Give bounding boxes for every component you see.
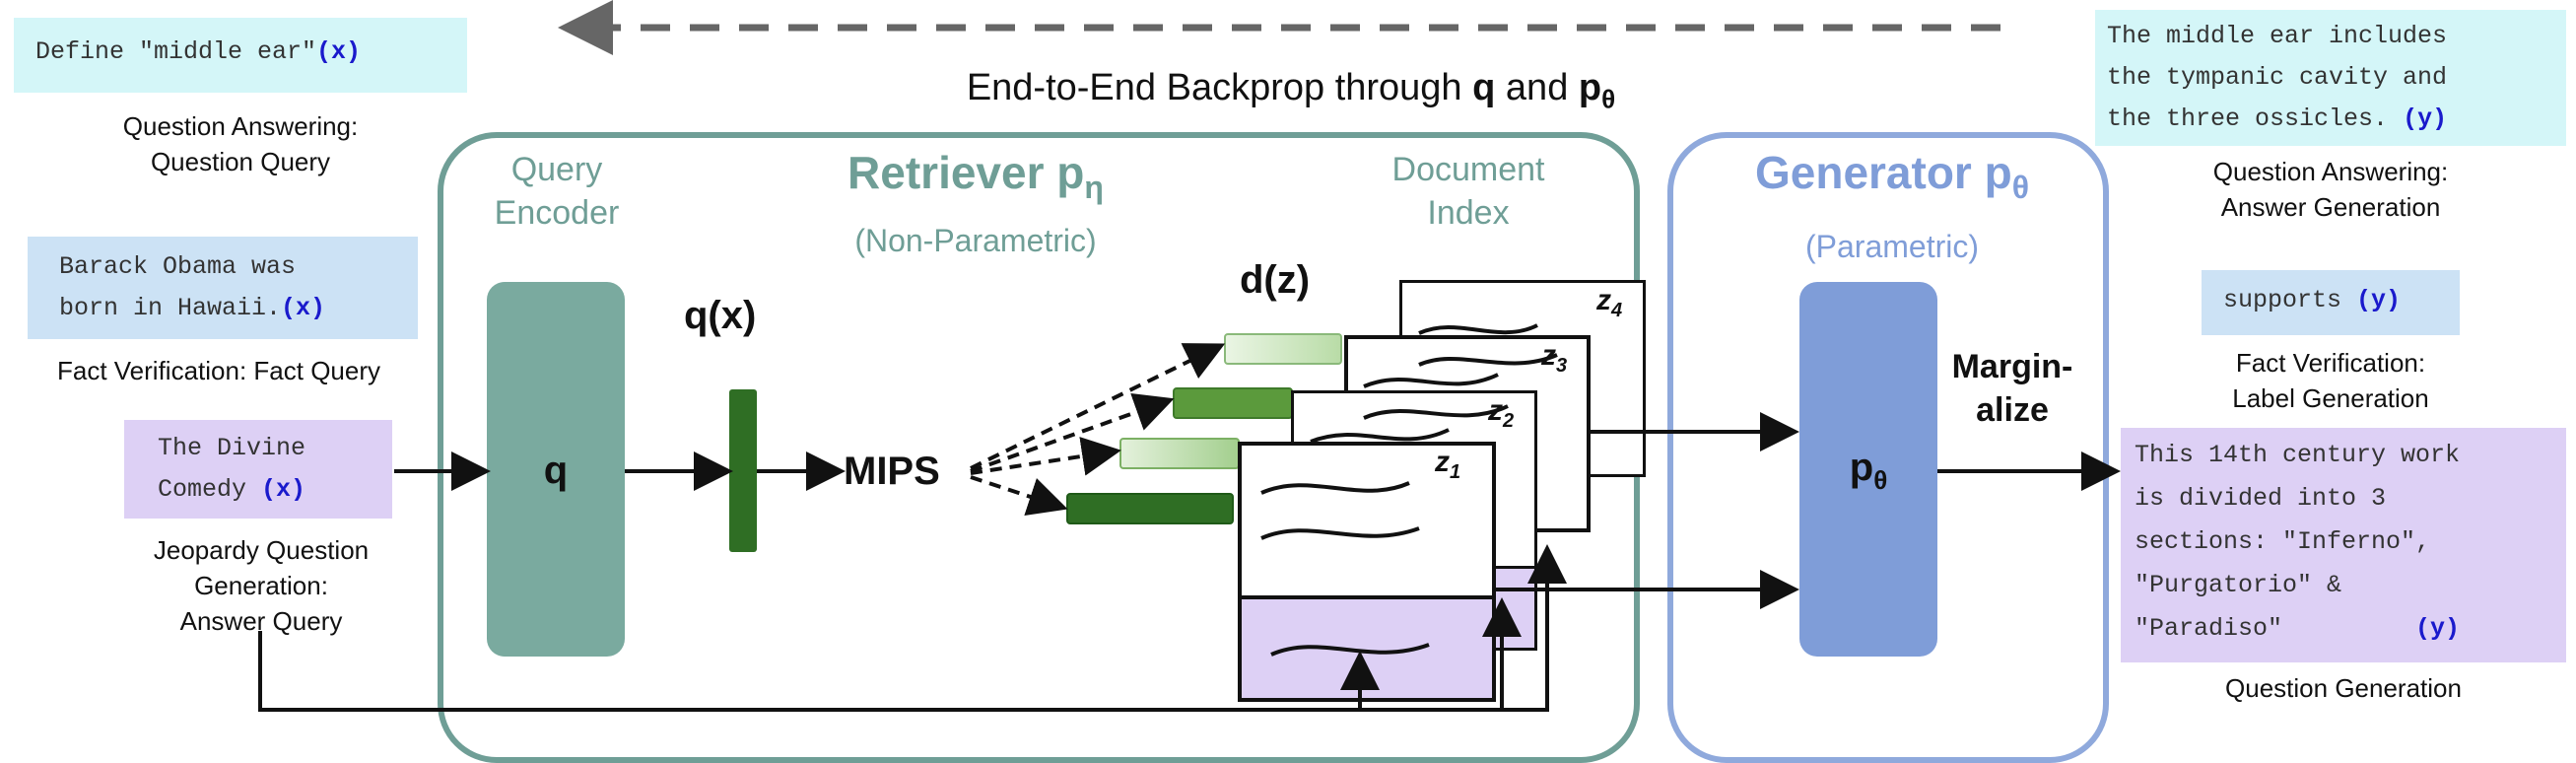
- text-squiggle: [1418, 323, 1538, 335]
- retriever-title: Retriever pη: [847, 147, 1104, 206]
- mips-arrow: [970, 343, 1226, 470]
- input-box-jeopardy: The Divine Comedy (x): [124, 420, 392, 519]
- doc-embedding-bar: [1224, 333, 1342, 365]
- marginalize-label: Margin-alize: [1951, 348, 2073, 429]
- input-box-qa: Define "middle ear"(x): [14, 18, 467, 93]
- query-encoder-block: [487, 282, 625, 657]
- generator-symbol: pθ: [1849, 446, 1888, 495]
- doc-label-z4: z4: [1596, 284, 1623, 321]
- text-squiggle: [1363, 404, 1509, 420]
- mips-arrow: [970, 475, 1068, 516]
- text-squiggle: [1310, 428, 1450, 444]
- query-encoder-symbol: q: [543, 449, 569, 492]
- mips-arrow: [970, 392, 1175, 473]
- mips-arrow: [970, 437, 1121, 476]
- doc-embedding-bar: [1173, 387, 1293, 419]
- mips-label: MIPS: [844, 450, 940, 493]
- output-caption-fact: Fact Verification:Label Generation: [2232, 348, 2429, 413]
- doc-embedding-bar: [1119, 438, 1240, 469]
- output-box-jeopardy: This 14th century work is divided into 3…: [2121, 428, 2566, 662]
- output-box-fact: supports (y): [2202, 270, 2460, 335]
- query-bypass-line: [258, 560, 1549, 712]
- document-card-z1: [1238, 442, 1496, 702]
- query-vector-bar: [729, 389, 757, 552]
- retriever-subtitle: (Non-Parametric): [854, 223, 1097, 258]
- qx-label: q(x): [684, 294, 757, 337]
- input-caption-fact: Fact Verification: Fact Query: [56, 356, 380, 385]
- text-squiggle: [1418, 353, 1558, 367]
- text-squiggle: [1270, 643, 1430, 657]
- output-caption-qa: Question Answering:Answer Generation: [2212, 157, 2449, 222]
- input-caption-qa: Question Answering:Question Query: [122, 111, 359, 176]
- doc-label-z1: z1: [1435, 446, 1461, 483]
- input-box-fact: Barack Obama was born in Hawaii.(x): [28, 237, 418, 339]
- backprop-label: End-to-End Backprop through q and pθ: [966, 67, 1616, 114]
- connector-layer: [258, 0, 2121, 712]
- generator-subtitle: (Parametric): [1804, 229, 1979, 264]
- doc-label-z3: z3: [1541, 339, 1568, 377]
- dz-label: d(z): [1240, 258, 1311, 302]
- output-box-qa: The middle ear includes the tympanic cav…: [2095, 10, 2566, 146]
- generator-block: [1799, 282, 1937, 657]
- doc-label-z2: z2: [1488, 394, 1515, 432]
- output-caption-jeopardy: Question Generation: [2225, 673, 2462, 703]
- generator-title: Generator pθ: [1754, 147, 2030, 206]
- text-squiggle: [1260, 481, 1410, 495]
- text-squiggle: [1260, 526, 1420, 540]
- text-squiggle: [1363, 373, 1499, 388]
